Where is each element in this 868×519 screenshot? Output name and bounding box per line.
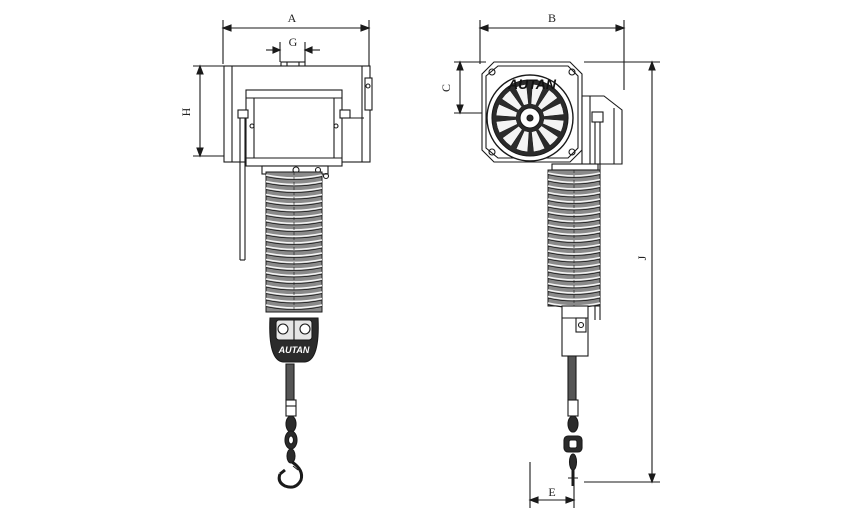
housing-logo: AUTAN: [507, 76, 557, 92]
label-g: G: [289, 35, 298, 49]
label-e: E: [548, 485, 555, 499]
label-c: C: [439, 84, 453, 92]
side-disc-wheel: [486, 74, 574, 162]
label-b: B: [548, 11, 556, 25]
dimension-j: [584, 60, 660, 484]
label-h: H: [179, 107, 193, 116]
front-control-handle: [269, 317, 319, 363]
side-coil-hose: [547, 169, 601, 308]
side-hook: [563, 415, 583, 486]
dimension-b: [478, 20, 626, 90]
label-a: A: [288, 11, 297, 25]
dimension-h: [193, 64, 248, 158]
front-coil-hose: [265, 171, 323, 313]
dimension-c: [454, 60, 486, 115]
side-view: [454, 20, 660, 508]
handle-logo: AUTAN: [278, 345, 310, 355]
front-view: [193, 20, 373, 489]
dimension-g: [266, 42, 320, 62]
label-j: J: [635, 255, 649, 260]
front-hook: [277, 415, 304, 489]
